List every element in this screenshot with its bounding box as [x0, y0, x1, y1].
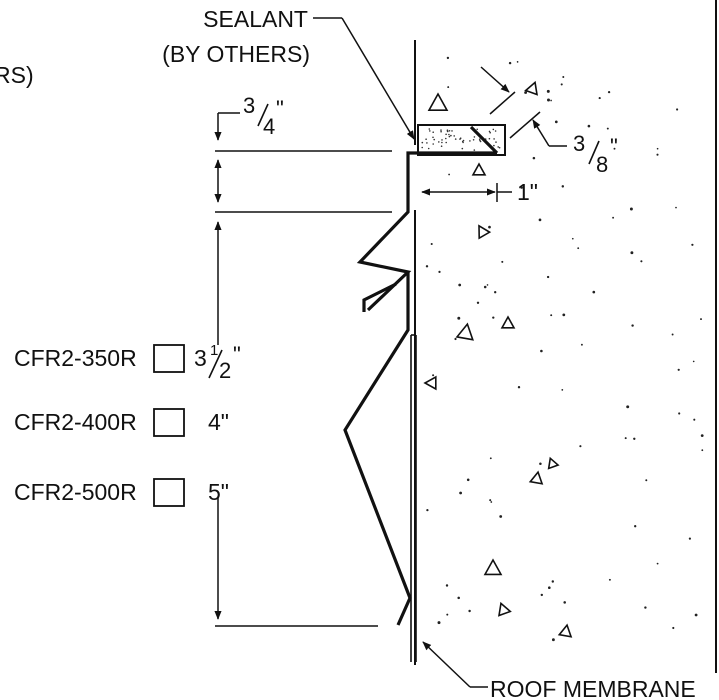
model-row-3[interactable]: CFR2-500R 5" — [14, 478, 229, 507]
svg-text:": " — [610, 134, 618, 159]
model-code: CFR2-400R — [14, 409, 137, 435]
svg-text:3: 3 — [194, 345, 207, 371]
svg-text:3: 3 — [573, 131, 585, 156]
dim-three-eighth: 3 8 " — [573, 131, 618, 177]
sealant-bead — [417, 124, 506, 156]
by-others-label: (BY OTHERS) — [162, 41, 310, 67]
roof-membrane-label: ROOF MEMBRANE — [490, 676, 696, 700]
model-checkbox[interactable] — [153, 408, 185, 437]
dim-three-quarter: 3 4 " — [243, 93, 284, 139]
model-size: 3 1 2 " — [194, 342, 241, 383]
svg-text:8: 8 — [596, 152, 608, 177]
model-size: 4" — [208, 409, 229, 435]
model-checkbox[interactable] — [153, 478, 185, 507]
dimension-lines — [214, 17, 567, 688]
svg-text:": " — [276, 96, 284, 121]
svg-text:1: 1 — [210, 342, 218, 359]
model-code: CFR2-500R — [14, 479, 137, 505]
svg-text:2: 2 — [219, 358, 231, 383]
by-others-cut-label: RS) — [0, 62, 34, 88]
concrete-aggregate — [423, 80, 573, 638]
model-row-1[interactable]: CFR2-350R 3 1 2 " — [14, 342, 241, 383]
dim-one-inch: 1" — [517, 179, 538, 205]
model-checkbox[interactable] — [153, 344, 185, 373]
model-code: CFR2-350R — [14, 345, 137, 371]
svg-text:": " — [233, 342, 241, 367]
model-size: 5" — [208, 479, 229, 505]
model-row-2[interactable]: CFR2-400R 4" — [14, 408, 229, 437]
counter-flashing-profile — [343, 125, 499, 626]
sealant-label: SEALANT — [203, 6, 308, 32]
svg-text:4: 4 — [263, 114, 275, 139]
roof-membrane-sheet — [410, 334, 417, 662]
concrete-speckle — [425, 56, 704, 642]
svg-text:3: 3 — [243, 93, 255, 118]
